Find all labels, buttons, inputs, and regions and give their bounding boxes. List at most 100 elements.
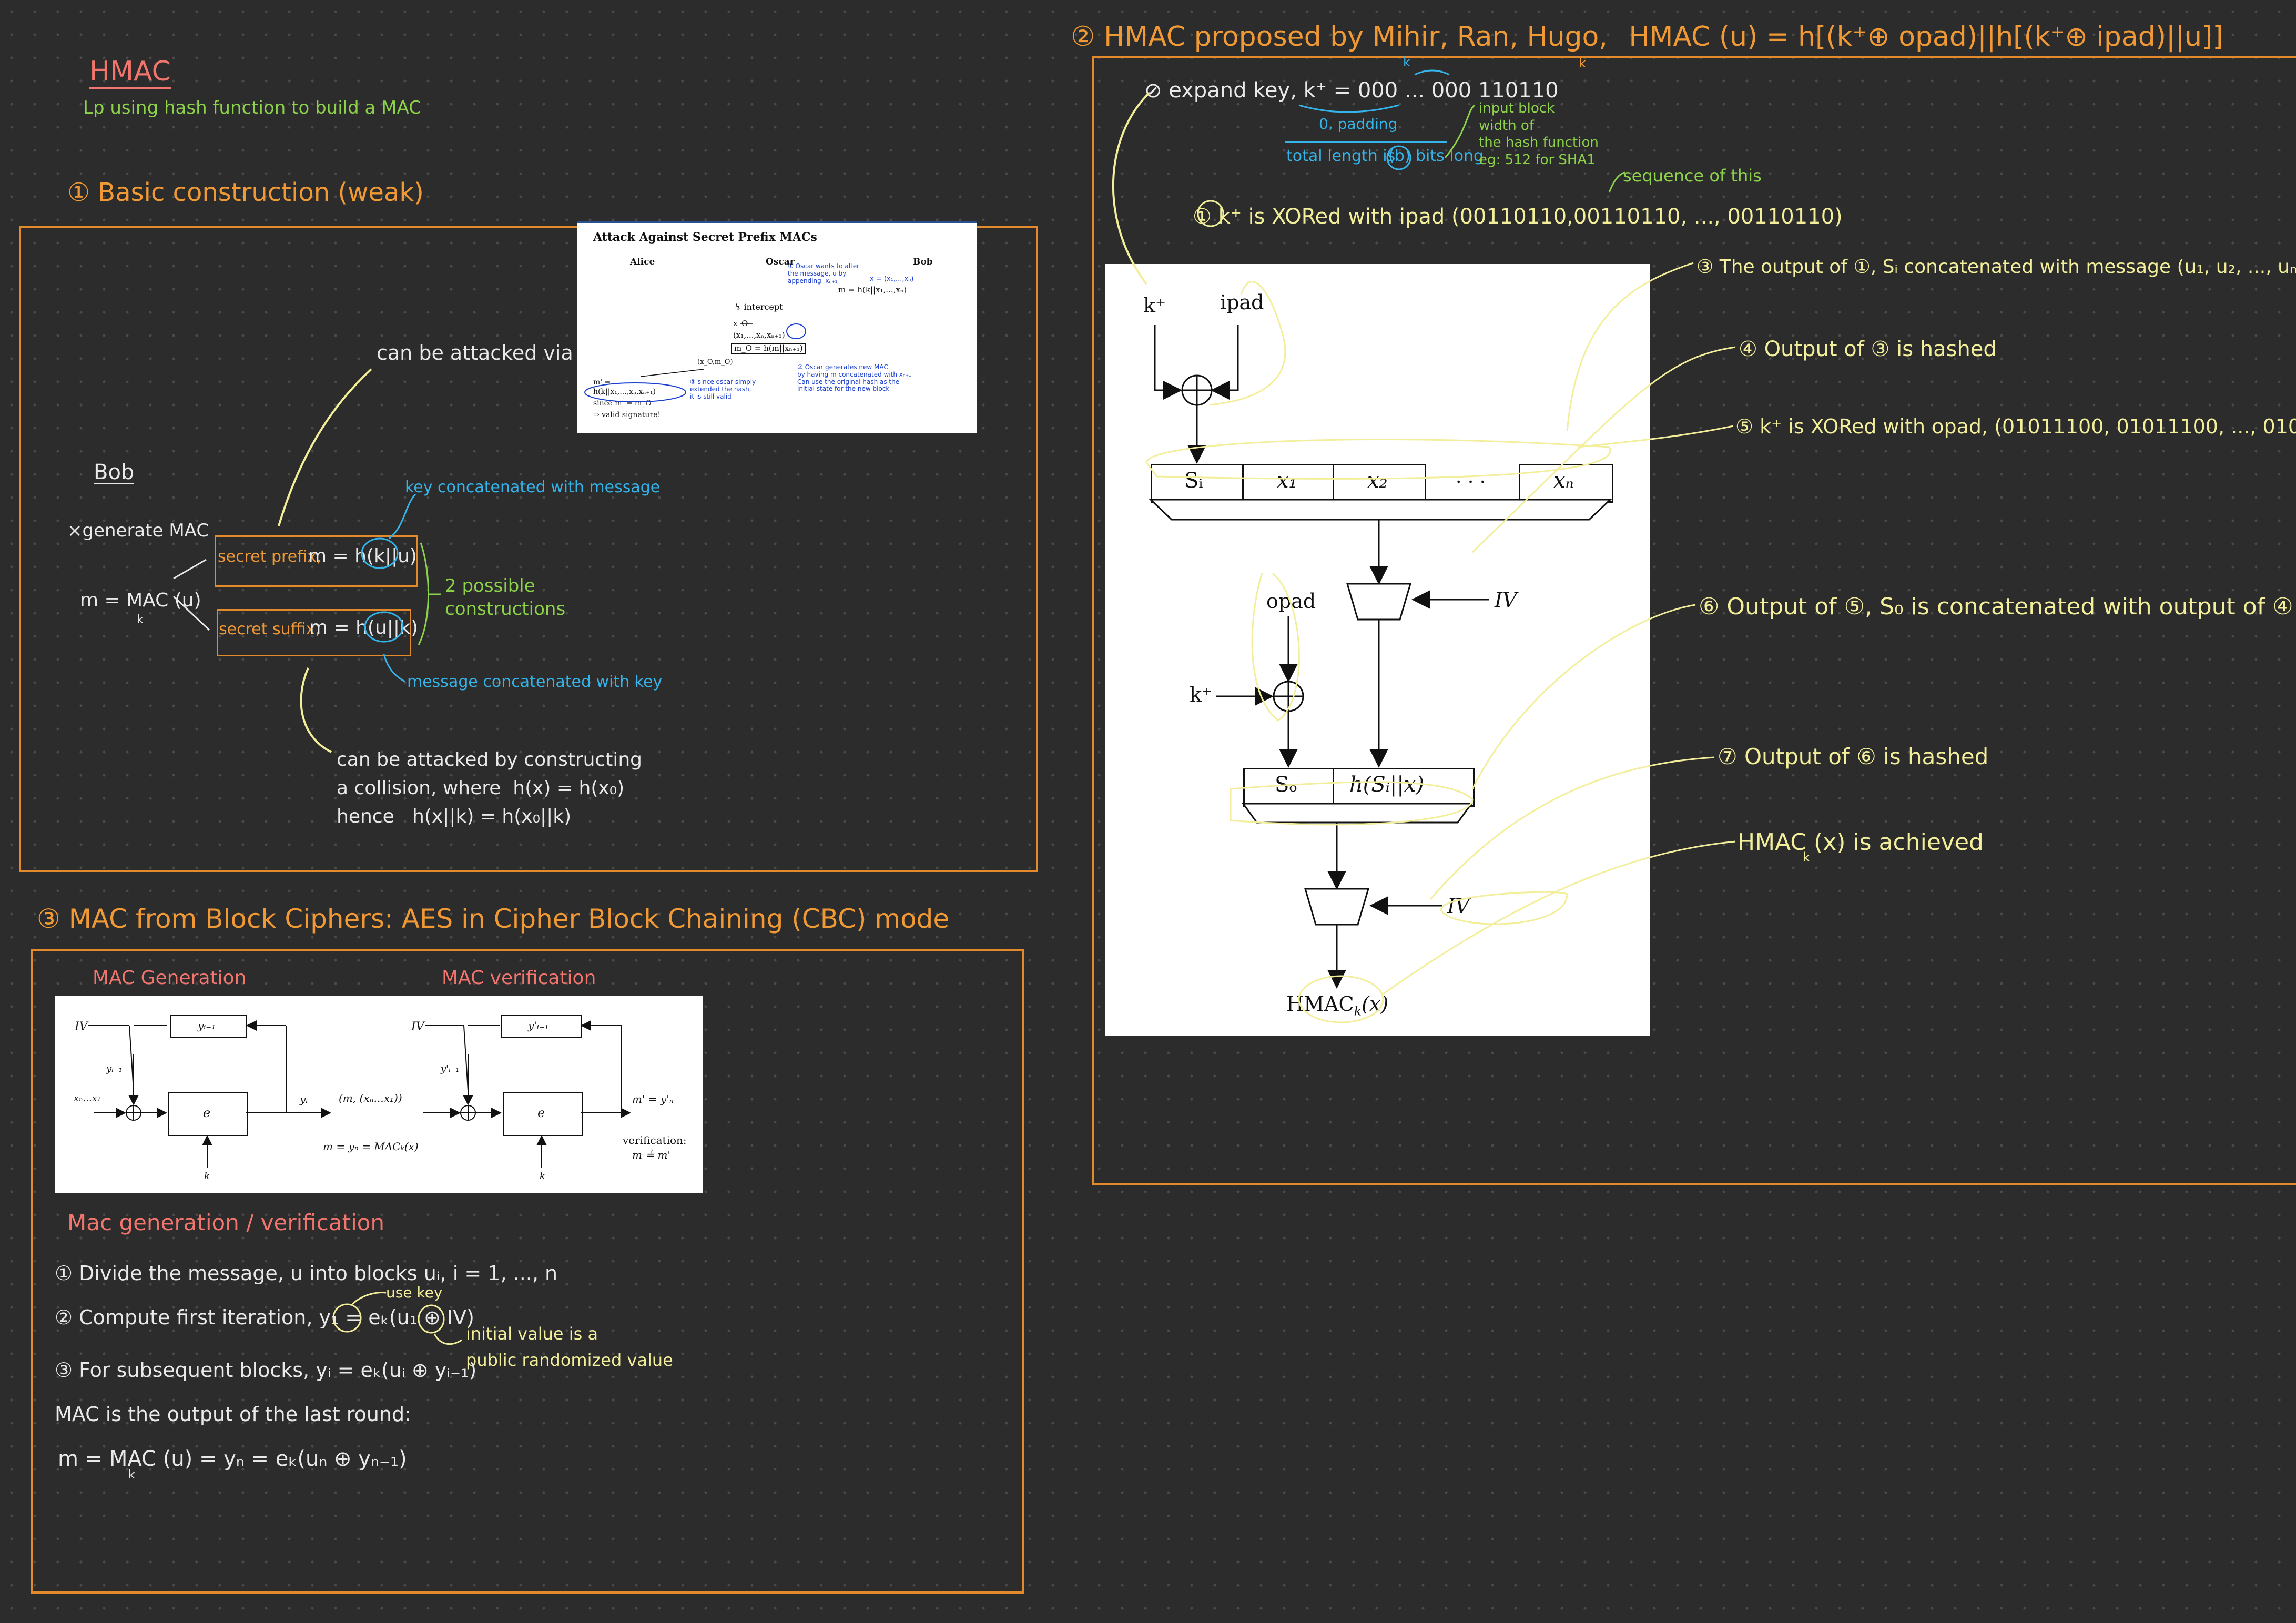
collision-note: can be attacked by constructing a collis…: [337, 749, 643, 827]
hmac-hsix-label: h(Sᵢ||x): [1349, 773, 1424, 797]
section2-heading: ② HMAC proposed by Mihir, Ran, Hugo, HMA…: [1071, 23, 2223, 50]
cbc-mac-output-note: MAC is the output of the last round:: [55, 1403, 411, 1426]
generate-mac-label: ×generate MAC: [67, 520, 209, 541]
cbc-k2-label: k: [540, 1171, 545, 1182]
attack-xo-mo: (x_O,m_O): [697, 358, 733, 366]
section2-frame: [1092, 56, 2296, 1185]
bob-label: Bob: [94, 460, 135, 484]
hmac-si-label: Sᵢ: [1184, 469, 1203, 493]
hmac-step-4: ④ Output of ③ is hashed: [1739, 337, 1997, 361]
hmac-output-label: HMACk(x): [1286, 994, 1388, 1018]
hmac-step-5: ⑤ k⁺ is XORed with opad, (01011100, 0101…: [1735, 415, 2296, 438]
attack-annotation-3: ③ since oscar simply extended the hash, …: [690, 378, 756, 400]
possible-constructions-note: 2 possible constructions: [445, 575, 566, 620]
cbc-iv-label: IV: [75, 1020, 88, 1033]
cbc-ver-label: verification:: [623, 1134, 687, 1147]
zero-padding-note: 0, padding: [1319, 115, 1398, 133]
sequence-note: sequence of this: [1623, 166, 1762, 186]
input-block-note: input block width of the hash function e…: [1479, 100, 1599, 168]
attack-alice: Alice: [630, 257, 655, 267]
attack-valid: ⇒ valid signature!: [593, 411, 661, 419]
cbc-e-label: e: [203, 1105, 211, 1120]
hmac-step-6: ⑥ Output of ⑤, S₀ is concatenated with o…: [1699, 593, 2293, 620]
attack-intercept: ↯ intercept: [734, 302, 783, 312]
section3-frame: [31, 949, 1024, 1594]
hmac-step-7: ⑦ Output of ⑥ is hashed: [1718, 744, 1989, 769]
hmac-x1-label: x₁: [1277, 469, 1297, 493]
hmac-ipad-label: ipad: [1220, 291, 1264, 314]
attack-annotation-1: ① Oscar wants to alter the message, u by…: [788, 262, 860, 285]
cbc-e-block: [168, 1092, 248, 1136]
cbc-k-label: k: [204, 1171, 210, 1182]
hmac-step-8-subscript: k: [1803, 850, 1810, 865]
prefix-box: [215, 535, 418, 587]
attack-oscar: Oscar: [766, 257, 795, 267]
use-key-note: use key: [386, 1284, 443, 1301]
attack-figure-topbar: [577, 221, 977, 223]
hmac-kplus2-label: k⁺: [1190, 683, 1213, 706]
hmac-x2-label: x₂: [1367, 469, 1388, 493]
cbc-xin-label: xₙ...x₁: [74, 1093, 101, 1104]
page-title: HMAC: [89, 58, 171, 89]
hmac-step-8-text: HMAC (x) is achieved: [1738, 829, 1984, 856]
cbc-yi-label: yᵢ: [300, 1093, 308, 1105]
hmac-step-1: ① k⁺ is XORed with ipad (00110110,001101…: [1193, 205, 1843, 229]
section2-heading-b: HMAC (u) = h[(k⁺⊕ opad)||h[(k⁺⊕ ipad)||u…: [1629, 21, 2223, 53]
cbc-steps-title: Mac generation / verification: [67, 1210, 385, 1235]
attack-figure-arrows: [584, 323, 806, 402]
attack-check: h(k||x₁,...,xₙ,xₙ₊₁): [593, 388, 656, 396]
hmac-figure-lines: [1149, 325, 1612, 989]
section2-heading-subscript: k: [1579, 56, 1586, 70]
section2-heading-a: ② HMAC proposed by Mihir, Ran, Hugo,: [1071, 21, 1608, 53]
suffix-box: [217, 609, 411, 656]
suffix-label: secret suffix,: [219, 620, 320, 638]
mac-formula-subscript: k: [137, 613, 144, 626]
attack-bob-eq: m = h(k||x₁,...,xₙ): [838, 285, 907, 295]
cbc-step-2: ② Compute first iteration, y₁ = eₖ(u₁ ⊕ …: [55, 1306, 474, 1329]
expand-k-label: k: [1403, 55, 1410, 69]
cbc-final-formula: m = MAC (u) = yₙ = eₖ(uₙ ⊕ yₙ₋₁): [58, 1447, 407, 1471]
cbc-figure: IV yᵢ₋₁ yᵢ₋₁ xₙ...x₁ e yᵢ k (m, (xₙ...x₁…: [55, 996, 703, 1193]
section3-heading: ③ MAC from Block Ciphers: AES in Cipher …: [37, 904, 950, 934]
msg-concat-note: message concatenated with key: [407, 673, 663, 691]
hmac-output-x: (x): [1362, 992, 1389, 1016]
key-concat-note: key concatenated with message: [405, 478, 661, 496]
hmac-kplus-label: k⁺: [1143, 294, 1166, 317]
attacked-via-note: can be attacked via: [377, 341, 573, 364]
mac-formula: m = MAC (u): [80, 591, 201, 610]
attack-xo: x_O: [733, 319, 748, 328]
cbc-figure-lines: [88, 1020, 631, 1168]
prefix-label: secret prefix,: [218, 547, 322, 566]
cbc-y1-label: yᵢ₋₁: [106, 1063, 123, 1074]
total-length-note: total length is: [1286, 147, 1396, 165]
attack-figure-title: Attack Against Secret Prefix MACs: [593, 230, 817, 244]
expand-key-note: ⊘ expand key, k⁺ = 000 ... 000 110110: [1144, 78, 1559, 103]
cbc-ver-eq-label: m ≟ m': [632, 1149, 670, 1161]
hmac-xn-label: xₙ: [1553, 469, 1574, 493]
cbc-mprime-label: m' = y'ₙ: [632, 1093, 674, 1105]
cbc-e2-label: e: [537, 1105, 545, 1120]
mac-generation-label: MAC Generation: [93, 967, 247, 989]
mac-verification-label: MAC verification: [442, 967, 596, 989]
cbc-yprev-label: yᵢ₋₁: [198, 1019, 216, 1032]
section1-frame: [19, 226, 1038, 872]
hmac-output-text: HMAC: [1286, 992, 1354, 1016]
hmac-step-3: ③ The output of ①, Sᵢ concatenated with …: [1696, 256, 2296, 278]
attack-figure: Attack Against Secret Prefix MACs Alice …: [577, 221, 977, 433]
b-bits-note: (b) bits long: [1388, 147, 1484, 165]
page-subtitle: Lp using hash function to build a MAC: [83, 97, 421, 118]
section1-heading: ① Basic construction (weak): [67, 178, 424, 207]
cbc-step-3: ③ For subsequent blocks, yᵢ = eₖ(uᵢ ⊕ yᵢ…: [55, 1358, 477, 1382]
mac-formula-text: m = MAC (u): [80, 590, 201, 611]
attack-xn1: (x₁,...,xₙ,xₙ₊₁): [733, 330, 785, 340]
cbc-m-eq-label: m = yₙ = MACₖ(x): [323, 1140, 419, 1153]
cbc-e2-block: [503, 1092, 583, 1136]
hmac-iv-label: IV: [1495, 589, 1517, 612]
attack-annotation-2: ② Oscar generates new MAC by having m co…: [797, 363, 911, 393]
attack-annotation-1b: x = (x₁,...,xₙ): [870, 275, 914, 283]
hmac-step-8: HMAC (x) is achieved: [1738, 831, 1984, 854]
